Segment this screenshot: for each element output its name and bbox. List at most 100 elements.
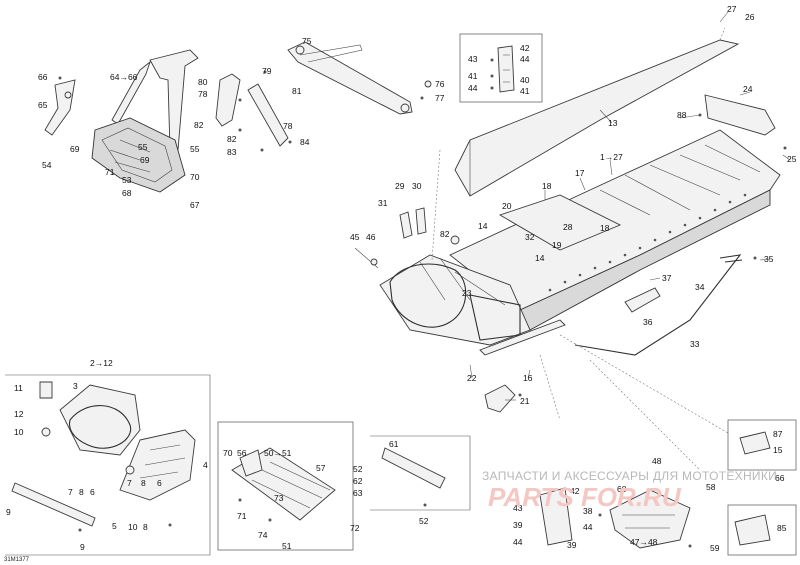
steering-link-assembly xyxy=(215,41,432,152)
callout-20: 20 xyxy=(502,201,512,211)
small-parts xyxy=(354,113,787,413)
callout-87: 87 xyxy=(773,429,783,439)
callout-26: 26 xyxy=(745,12,755,22)
callout-6: 6 xyxy=(90,487,95,497)
callout-31: 31 xyxy=(378,198,388,208)
callout-9: 9 xyxy=(80,542,85,552)
callout-42: 42 xyxy=(570,486,580,496)
callout-47-48: 47→48 xyxy=(630,537,658,547)
front-bracket-assembly xyxy=(44,49,199,193)
callout-78: 78 xyxy=(283,121,293,131)
callout-66: 66 xyxy=(38,72,48,82)
lower-panel-box xyxy=(217,421,354,551)
callout-66: 66 xyxy=(775,473,785,483)
callout-76: 76 xyxy=(435,79,445,89)
callout-79: 79 xyxy=(262,66,272,76)
callout-68: 68 xyxy=(122,188,132,198)
callout-37: 37 xyxy=(662,273,672,283)
callout-43: 43 xyxy=(468,54,478,64)
callout-27: 27 xyxy=(727,4,737,14)
callout-14: 14 xyxy=(535,253,545,263)
tunnel-assembly xyxy=(379,39,781,356)
callout-56: 56 xyxy=(237,448,247,458)
callout-labels: 66 64→66 65 69 54 55 55 69 71 53 70 68 6… xyxy=(6,4,797,553)
callout-60: 60 xyxy=(617,484,627,494)
callout-4: 4 xyxy=(203,460,208,470)
callout-29: 29 xyxy=(395,181,405,191)
callout-44: 44 xyxy=(583,522,593,532)
callout-84: 84 xyxy=(300,137,310,147)
callout-64-66: 64→66 xyxy=(110,72,138,82)
callout-82: 82 xyxy=(194,120,204,130)
callout-55: 55 xyxy=(138,142,148,152)
watermark-logo: PARTS FOR.RU xyxy=(488,482,682,512)
callout-42: 42 xyxy=(520,43,530,53)
callout-58: 58 xyxy=(706,482,716,492)
callout-78: 78 xyxy=(198,89,208,99)
callout-52: 52 xyxy=(353,464,363,474)
callout-70: 70 xyxy=(223,448,233,458)
tunnel-rivets xyxy=(548,193,747,292)
callout-39: 39 xyxy=(513,520,523,530)
callout-14: 14 xyxy=(478,221,488,231)
front-frame-detail xyxy=(5,374,211,556)
callout-43: 43 xyxy=(513,503,523,513)
callout-41: 41 xyxy=(468,71,478,81)
callout-2-12: 2→12 xyxy=(90,358,113,368)
callout-53: 53 xyxy=(122,175,132,185)
callout-82: 82 xyxy=(227,134,237,144)
dashed-guides xyxy=(431,27,741,471)
callout-1-27: 1→27 xyxy=(600,152,623,162)
callout-61: 61 xyxy=(389,439,399,449)
callout-77: 77 xyxy=(435,93,445,103)
rear-bracket-assembly xyxy=(539,419,797,556)
callout-67: 67 xyxy=(190,200,200,210)
callout-48: 48 xyxy=(652,456,662,466)
callout-69: 69 xyxy=(140,155,150,165)
brace-detail-box xyxy=(459,33,543,103)
callout-30: 30 xyxy=(412,181,422,191)
watermark-tagline: ЗАПЧАСТИ И АКСЕССУАРЫ ДЛЯ МОТОТЕХНИКИ xyxy=(482,469,777,483)
callout-57: 57 xyxy=(316,463,326,473)
skid-strip xyxy=(370,435,471,511)
callout-7: 7 xyxy=(127,478,132,488)
callout-11: 11 xyxy=(14,383,23,393)
callout-55: 55 xyxy=(190,144,200,154)
callout-50-51: 50→51 xyxy=(264,448,292,458)
callout-85: 85 xyxy=(777,523,787,533)
callout-38: 38 xyxy=(583,506,593,516)
callout-44: 44 xyxy=(468,83,478,93)
callout-65: 65 xyxy=(38,100,48,110)
callout-51: 51 xyxy=(282,541,292,551)
callout-36: 36 xyxy=(643,317,653,327)
callout-80: 80 xyxy=(198,77,208,87)
callout-33: 33 xyxy=(690,339,700,349)
callout-19: 19 xyxy=(552,240,562,250)
callout-12: 12 xyxy=(14,409,24,419)
callout-72: 72 xyxy=(350,523,360,533)
callout-leaders xyxy=(469,11,791,401)
callout-17: 17 xyxy=(575,168,585,178)
callout-3: 3 xyxy=(73,381,78,391)
callout-69: 69 xyxy=(70,144,80,154)
callout-62: 62 xyxy=(353,476,363,486)
callout-75: 75 xyxy=(302,36,312,46)
callout-74: 74 xyxy=(258,530,268,540)
drawing-id: 31M1377 xyxy=(4,557,30,563)
callout-54: 54 xyxy=(42,160,52,170)
callout-81: 81 xyxy=(292,86,302,96)
callout-46: 46 xyxy=(366,232,376,242)
callout-70: 70 xyxy=(190,172,200,182)
callout-34: 34 xyxy=(695,282,705,292)
callout-25: 25 xyxy=(787,154,797,164)
callout-52: 52 xyxy=(419,516,429,526)
callout-22: 22 xyxy=(467,373,477,383)
callout-8: 8 xyxy=(79,487,84,497)
callout-41: 41 xyxy=(520,86,530,96)
callout-6: 6 xyxy=(157,478,162,488)
watermark: ЗАПЧАСТИ И АКСЕССУАРЫ ДЛЯ МОТОТЕХНИКИ PA… xyxy=(482,469,777,512)
callout-71: 71 xyxy=(237,511,247,521)
callout-15: 15 xyxy=(773,445,783,455)
callout-35: 35 xyxy=(764,254,774,264)
